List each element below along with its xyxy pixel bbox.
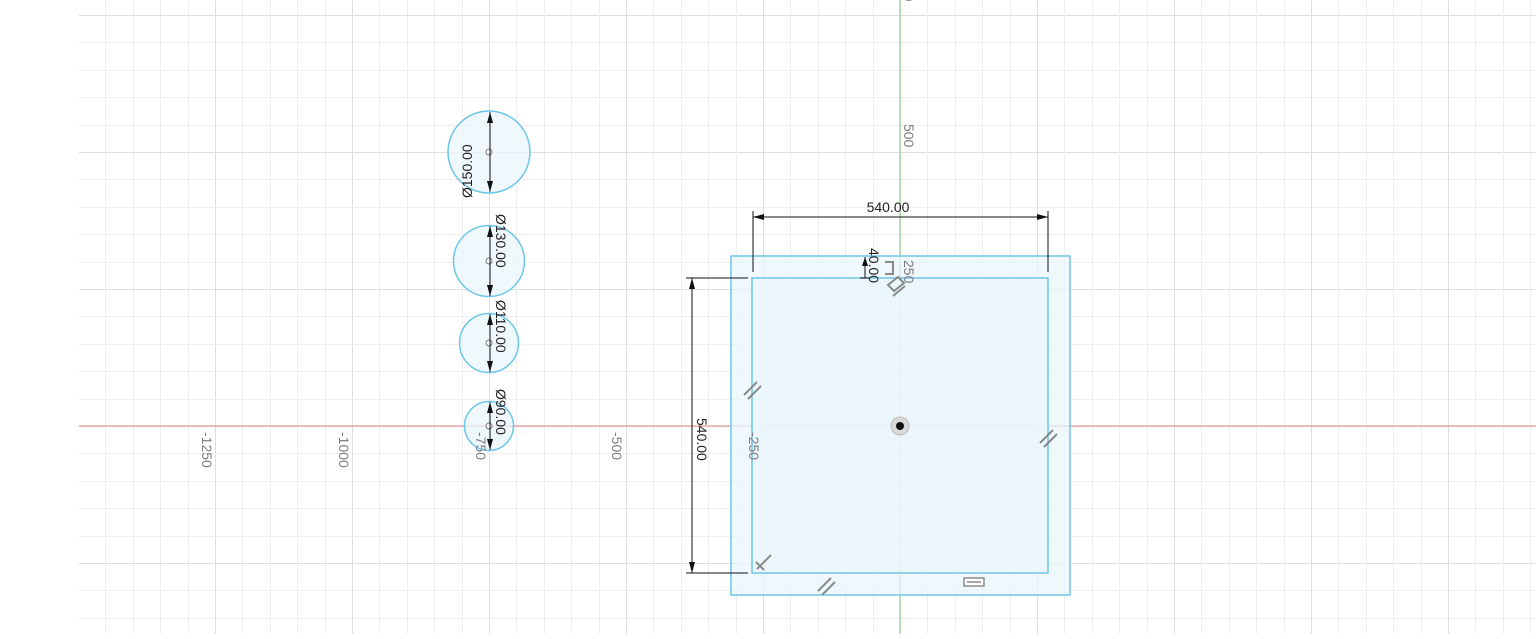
circle-150-dimension-label[interactable]: Ø150.00 — [459, 144, 475, 198]
height-dimension-label[interactable]: 540.00 — [694, 418, 710, 461]
y-axis-tick-label: 500 — [901, 124, 917, 148]
x-axis-tick-label: -1250 — [199, 432, 215, 468]
circle-110-dimension-label[interactable]: Ø110.00 — [493, 300, 509, 353]
y-axis-tick-label: 750 — [901, 0, 917, 2]
circle-center-point[interactable] — [485, 148, 493, 156]
circle-90-dimension-label[interactable]: Ø90.00 — [493, 389, 509, 435]
offset-dimension[interactable] — [860, 257, 870, 279]
circle-center-point[interactable] — [485, 422, 493, 430]
viewport-left-margin — [0, 0, 79, 634]
origin-point[interactable] — [896, 422, 904, 430]
x-axis-tick-label: -750 — [473, 432, 489, 460]
perpendicular-icon[interactable] — [755, 554, 772, 571]
width-dimension[interactable] — [752, 211, 1049, 272]
parallel-icon[interactable] — [743, 381, 762, 400]
y-axis-tick-label: 250 — [901, 260, 917, 284]
diameter-dimension-130[interactable] — [487, 226, 493, 296]
height-dimension[interactable] — [686, 277, 748, 574]
x-axis-tick-label: -250 — [746, 432, 762, 460]
parallel-icon[interactable] — [1039, 429, 1058, 448]
parallel-icon[interactable] — [817, 577, 836, 596]
offset-dimension-label[interactable]: 40.00 — [866, 248, 882, 283]
x-axis-tick-label: -500 — [609, 432, 625, 460]
circle-center-point[interactable] — [485, 257, 493, 265]
circle-center-point[interactable] — [485, 339, 493, 347]
diameter-dimension-90[interactable] — [487, 402, 493, 450]
horizontal-icon[interactable] — [963, 577, 985, 587]
diameter-dimension-150[interactable] — [487, 112, 493, 192]
x-axis-tick-label: -1000 — [336, 432, 352, 468]
diameter-dimension-110[interactable] — [487, 314, 493, 372]
circle-130-dimension-label[interactable]: Ø130.00 — [493, 214, 509, 268]
coincident-icon[interactable] — [885, 261, 906, 297]
width-dimension-label[interactable]: 540.00 — [867, 199, 910, 215]
